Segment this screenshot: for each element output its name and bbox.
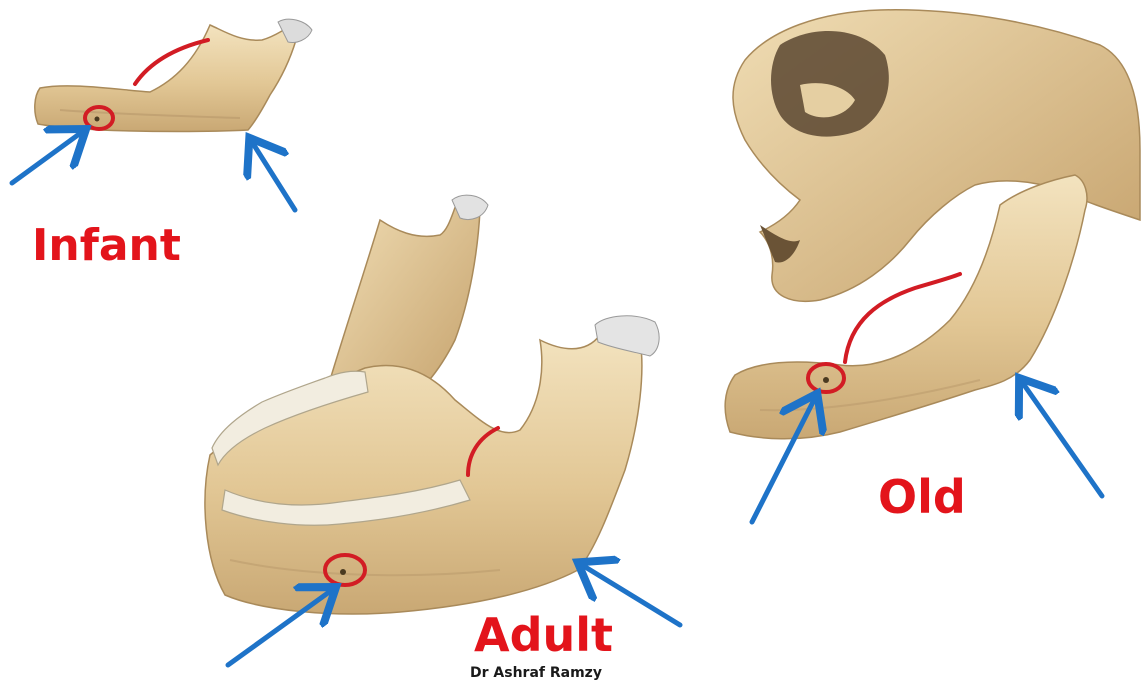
adult-foramen-dot bbox=[340, 569, 346, 575]
arrow-icon bbox=[252, 142, 295, 210]
infant-label: Infant bbox=[32, 224, 181, 268]
infant-mandible bbox=[35, 19, 312, 131]
old-foramen-dot bbox=[823, 377, 829, 383]
arrow-icon bbox=[12, 132, 82, 183]
author-credit: Dr Ashraf Ramzy bbox=[470, 665, 602, 681]
arrow-icon bbox=[1022, 382, 1102, 496]
infant-foramen-dot bbox=[95, 117, 100, 122]
adult-mandible bbox=[205, 195, 659, 614]
adult-label: Adult bbox=[474, 612, 613, 658]
old-skull bbox=[733, 10, 1140, 301]
old-label: Old bbox=[878, 474, 966, 520]
